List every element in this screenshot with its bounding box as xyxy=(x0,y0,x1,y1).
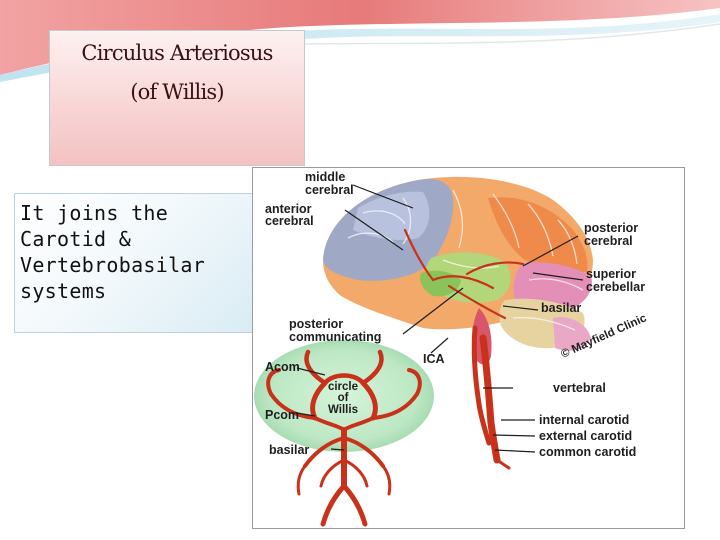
title-box: Circulus Arteriosus (of Willis) xyxy=(49,30,305,166)
label-internal-carotid: internal carotid xyxy=(539,413,629,427)
brain-hemisphere xyxy=(323,176,593,365)
label-ica: ICA xyxy=(423,352,445,366)
brain-illustration: middle cerebral anterior cerebral poster… xyxy=(254,170,649,527)
label-vertebral: vertebral xyxy=(553,381,606,395)
circle-of-willis-diagram: middle cerebral anterior cerebral poster… xyxy=(252,167,685,529)
label-common-carotid: common carotid xyxy=(539,445,636,459)
label-anterior-cerebral: anterior xyxy=(265,202,312,216)
label-external-carotid: external carotid xyxy=(539,429,632,443)
slide-title: Circulus Arteriosus xyxy=(81,41,273,65)
label-posterior-communicating: posterior xyxy=(289,317,343,331)
label-superior-cerebellar: superior xyxy=(586,267,636,281)
label-basilar-lower: basilar xyxy=(269,443,309,457)
label-posterior-communicating-2: communicating xyxy=(289,330,381,344)
label-leader-lines xyxy=(296,184,584,453)
body-text: It joins the Carotid & Vertebrobasilar s… xyxy=(20,201,206,303)
label-pcom: Pcom xyxy=(265,408,299,422)
label-posterior-cerebral-2: cerebral xyxy=(584,234,633,248)
label-basilar-upper: basilar xyxy=(541,301,581,315)
header-swoosh-decoration xyxy=(0,0,720,82)
label-middle-cerebral: middle xyxy=(305,170,345,184)
content-box: It joins the Carotid & Vertebrobasilar s… xyxy=(14,193,254,333)
label-willis: Willis xyxy=(328,404,358,416)
label-middle-cerebral-2: cerebral xyxy=(305,183,354,197)
label-posterior-cerebral: posterior xyxy=(584,221,638,235)
label-superior-cerebellar-2: cerebellar xyxy=(586,280,645,294)
label-acom: Acom xyxy=(265,360,300,374)
circle-of-willis-arteries xyxy=(266,349,422,527)
slide-subtitle: (of Willis) xyxy=(130,80,224,104)
label-anterior-cerebral-2: cerebral xyxy=(265,214,314,228)
label-circle: circle xyxy=(328,381,358,393)
neck-arteries xyxy=(471,325,511,470)
label-of: of xyxy=(338,392,349,404)
